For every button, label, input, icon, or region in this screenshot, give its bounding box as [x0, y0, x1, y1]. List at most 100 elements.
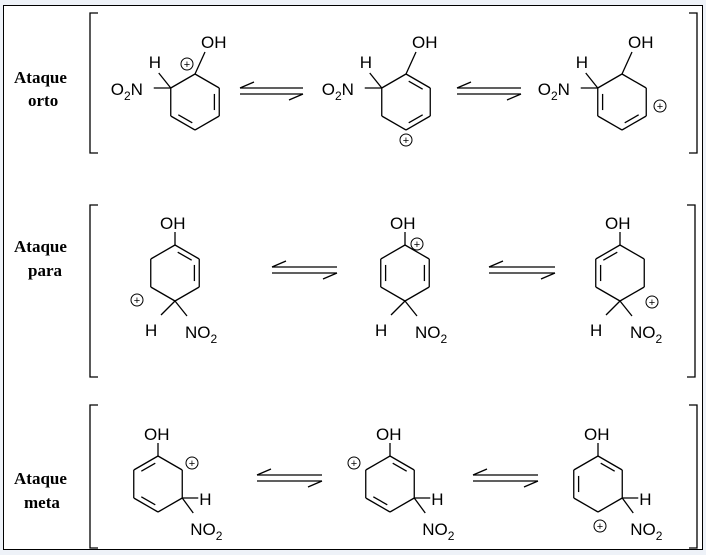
hydroxyl-label: OH: [412, 33, 438, 52]
arrow-head: [456, 81, 472, 89]
hydroxyl-label: OH: [144, 425, 170, 444]
equilibrium-arrow-icon: [256, 468, 323, 488]
hydrogen-label: H: [375, 321, 387, 340]
row-label-meta: Ataque meta: [14, 469, 67, 512]
hydrogen-label: H: [145, 321, 157, 340]
arrow-head: [488, 260, 504, 268]
ring-bond: [597, 455, 623, 471]
charge-sign: +: [597, 521, 603, 533]
double-bond-line: [392, 462, 408, 472]
row-label-line2: meta: [24, 493, 60, 512]
bond-oh: [194, 51, 206, 75]
equilibrium-arrow-icon: [488, 260, 556, 280]
ring-bond: [194, 115, 220, 131]
bond-no2: [181, 497, 194, 514]
bond-no2: [413, 497, 426, 514]
left-bracket: [89, 204, 98, 378]
charge-circle: [180, 57, 194, 71]
charge-circle: [347, 456, 361, 470]
double-bond-line: [624, 114, 640, 124]
row-label-line1: Ataque: [14, 469, 67, 488]
bond-h: [605, 300, 621, 316]
hydrogen-label: H: [590, 321, 602, 340]
nitro-label: NO2: [422, 520, 455, 543]
nitro-label: NO2: [185, 323, 218, 346]
hydroxyl-label: OH: [605, 214, 631, 233]
ring-bond: [133, 455, 159, 471]
hydrogen-label: H: [149, 53, 161, 72]
ring-bond: [194, 73, 220, 89]
equilibrium-arrow-icon: [239, 81, 304, 101]
arrow-head: [472, 468, 488, 476]
arrow-head: [256, 468, 272, 476]
hydrogen-label: H: [576, 53, 588, 72]
charge-circle: [399, 133, 413, 147]
ring-bond: [170, 73, 196, 89]
para-intermediate: OH H NO2 +: [375, 214, 448, 346]
bond-no2: [619, 300, 633, 317]
bond-h: [390, 300, 406, 316]
ring-bond: [381, 115, 407, 131]
charge-sign: +: [403, 135, 409, 147]
arrow-head: [239, 81, 255, 89]
ring-bond: [174, 244, 200, 260]
diagram-frame: [3, 5, 703, 550]
charge-sign: +: [189, 458, 195, 470]
nitro-label: NO2: [630, 323, 663, 346]
nitro-label: NO2: [630, 520, 663, 543]
ring-bond: [380, 286, 406, 302]
positive-charge-icon: +: [410, 237, 424, 251]
ring-bond: [619, 244, 645, 260]
arrow-head: [322, 272, 338, 280]
ring-bond: [365, 455, 391, 471]
ring-bond: [389, 455, 415, 471]
ring-bond: [595, 286, 621, 302]
ring-bond: [150, 244, 176, 260]
double-bond-line: [600, 462, 616, 472]
ring-bond: [133, 497, 159, 513]
left-bracket: [89, 404, 98, 549]
ring-bond: [365, 497, 391, 513]
row-label-line2: para: [28, 261, 63, 280]
double-bond-line: [372, 496, 388, 506]
right-bracket: [689, 12, 698, 154]
row-label-line1: Ataque: [14, 237, 67, 256]
charge-circle: [410, 237, 424, 251]
nitro-label: O2N: [111, 80, 143, 103]
positive-charge-icon: +: [593, 519, 607, 533]
ring-bond: [597, 115, 623, 131]
hydroxyl-label: OH: [390, 214, 416, 233]
ring-bond: [404, 286, 430, 302]
ring-bond: [573, 455, 599, 471]
bond-no2: [174, 300, 188, 317]
nitro-label: NO2: [415, 323, 448, 346]
bond-oh: [621, 51, 633, 75]
equilibrium-arrow-icon: [271, 260, 338, 280]
ring-bond: [157, 497, 183, 513]
hydrogen-label: H: [199, 490, 211, 509]
hydroxyl-label: OH: [376, 425, 402, 444]
bond-h: [369, 72, 383, 89]
double-bond-line: [140, 462, 156, 472]
positive-charge-icon: +: [185, 456, 199, 470]
positive-charge-icon: +: [180, 57, 194, 71]
positive-charge-icon: +: [130, 293, 144, 307]
ring-bond: [380, 244, 406, 260]
charge-sign: +: [657, 101, 663, 113]
ring-bond: [621, 115, 647, 131]
arrow-head: [307, 480, 323, 488]
charge-circle: [130, 293, 144, 307]
right-bracket: [689, 404, 698, 549]
charge-circle: [593, 519, 607, 533]
arrow-head: [506, 93, 522, 101]
ring-bond: [573, 497, 599, 513]
